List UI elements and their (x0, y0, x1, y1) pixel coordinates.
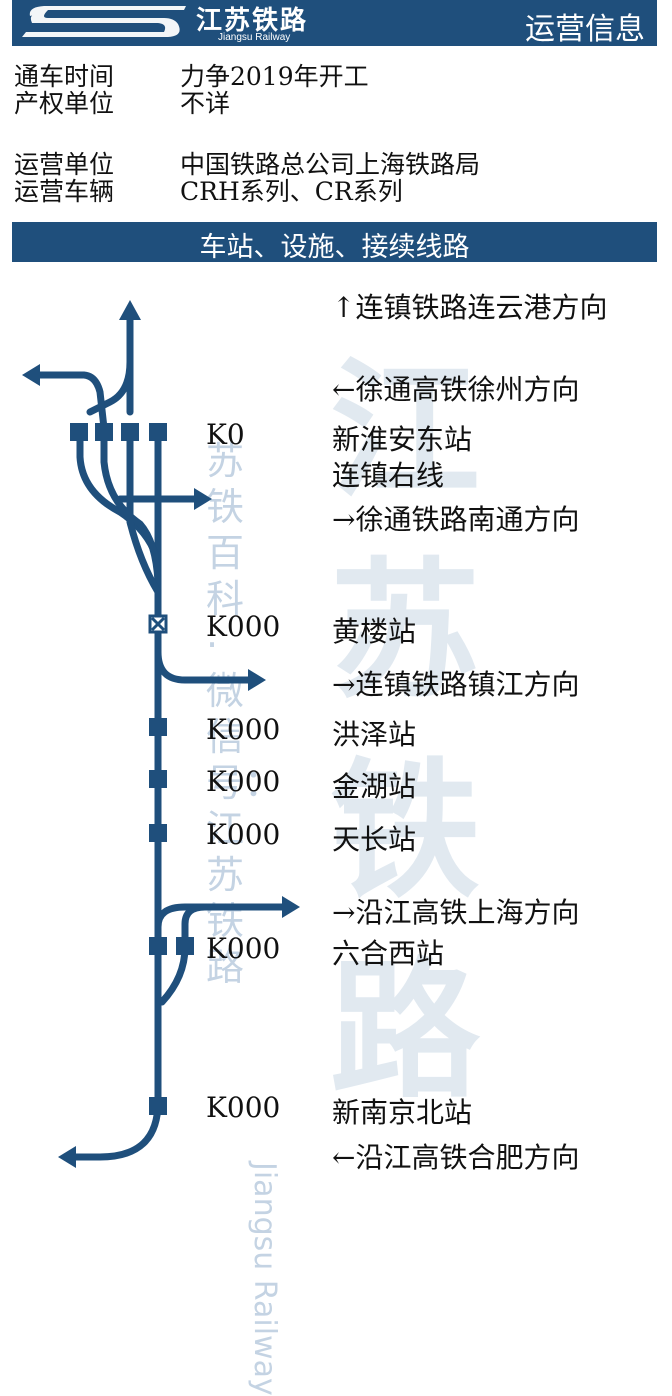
brand-subtitle: Jiangsu Railway (218, 32, 291, 43)
arrow-east-icon (194, 488, 212, 510)
station-name: 六合西站 (332, 937, 445, 970)
track-liuhe-loop (158, 943, 189, 1006)
entry-label: ↑连镇铁路连云港方向 (332, 291, 608, 324)
entry-label: ←徐通高铁徐州方向 (332, 373, 580, 406)
km-label: K000 (206, 765, 281, 798)
section-label: 运营信息 (525, 12, 645, 47)
watermark-big: 江苏铁路 (330, 345, 481, 1119)
section-title: 车站、设施、接续线路 (199, 232, 470, 263)
track-north-branch (86, 308, 134, 416)
info-value: CRH系列、CR系列 (180, 177, 403, 206)
info-value: 力争2019年开工 (180, 62, 369, 91)
station-marker-crossed (148, 614, 168, 634)
header-bar: SR 江苏铁路 Jiangsu Railway 运营信息 (12, 0, 657, 47)
info-value: 中国铁路总公司上海铁路局 (180, 150, 481, 179)
km-label: K000 (206, 610, 281, 643)
info-value: 不详 (180, 89, 231, 118)
info-label: 产权单位 (14, 89, 115, 118)
km-label: K0 (206, 418, 245, 451)
info-label: 运营车辆 (14, 177, 115, 206)
station-marker (149, 824, 167, 842)
station-name: 洪泽站 (332, 718, 417, 751)
track-hefei (64, 1098, 162, 1161)
track-shanghai-lower (154, 903, 294, 931)
arrow-hefei-icon (58, 1146, 76, 1168)
route-diagram: 苏铁百科·微信号：江苏铁路 Jiangsu Railway 江苏铁路 (0, 262, 672, 1396)
station-marker (176, 937, 194, 955)
station-marker (95, 423, 113, 441)
km-label: K000 (206, 932, 281, 965)
entry-label: ←沿江高铁合肥方向 (332, 1141, 580, 1174)
station-name: 天长站 (332, 823, 417, 856)
station-marker (70, 423, 88, 441)
km-label: K000 (206, 713, 281, 746)
info-row-operator: 运营单位 中国铁路总公司上海铁路局 (14, 150, 480, 180)
track-map (22, 300, 300, 1168)
station-marker (149, 937, 167, 955)
station-name: 新淮安东站 (332, 423, 473, 456)
info-row-owner: 产权单位 不详 (14, 89, 230, 119)
entry-label: →沿江高铁上海方向 (332, 896, 580, 929)
track-xuzhou (26, 371, 108, 432)
info-row-opening: 通车时间 力争2019年开工 (14, 62, 369, 92)
station-name: 新南京北站 (332, 1096, 473, 1129)
arrow-shanghai-icon (282, 896, 300, 918)
station-name: 黄楼站 (332, 615, 417, 648)
entry-label: →徐通铁路南通方向 (332, 503, 580, 536)
info-label: 通车时间 (14, 62, 115, 91)
brand-name: 江苏铁路 (196, 6, 309, 36)
arrow-north-icon (119, 300, 141, 320)
info-label: 运营单位 (14, 150, 115, 179)
arrow-west-icon (22, 364, 40, 386)
entry-label: →连镇铁路镇江方向 (332, 668, 580, 701)
km-label: K000 (206, 1091, 281, 1124)
station-marker (149, 423, 167, 441)
station-marker (149, 718, 167, 736)
station-name: 金湖站 (332, 770, 417, 803)
section-bar: 车站、设施、接续线路 (12, 222, 657, 263)
station-marker (149, 770, 167, 788)
arrow-zhenjiang-icon (248, 669, 266, 691)
station-marker (149, 1097, 167, 1115)
station-marker (121, 423, 139, 441)
entry-label: 连镇右线 (332, 459, 445, 492)
info-row-vehicles: 运营车辆 CRH系列、CR系列 (14, 177, 403, 207)
track-zhenjiang (154, 648, 259, 684)
track-branch-b (100, 428, 162, 586)
sr-logo: SR (22, 6, 186, 37)
km-label: K000 (206, 818, 281, 851)
watermark-vertical-cn: 苏铁百科·微信号：江苏铁路 (206, 439, 283, 989)
